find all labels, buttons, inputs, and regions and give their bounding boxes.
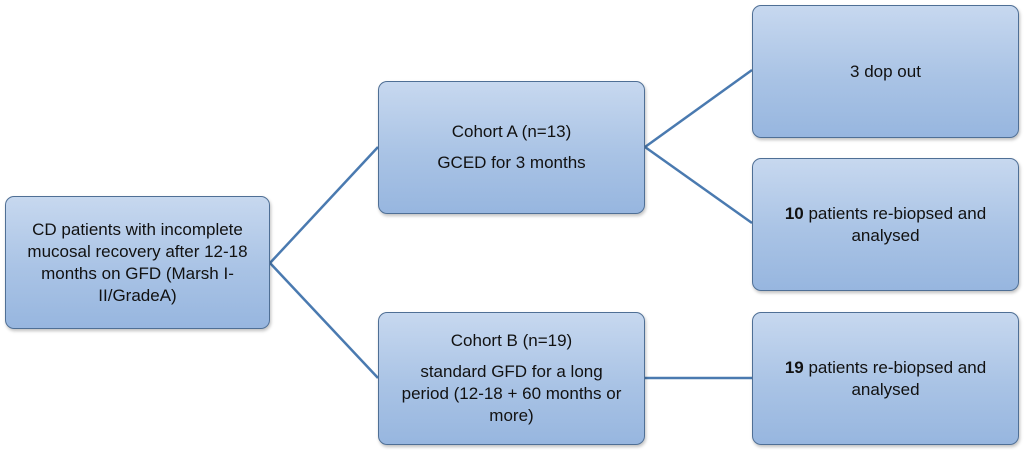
root-line-4: II/GradeA) <box>98 285 177 305</box>
cohort-b-detail-line-3: more) <box>489 406 534 425</box>
cohort-a-title: Cohort A (n=13) <box>451 122 572 141</box>
root-node: CD patients with incomplete mucosal reco… <box>5 196 270 329</box>
dropout-node: 3 dop out <box>752 5 1019 138</box>
cohort-b-node: Cohort B (n=19) standard GFD for a long … <box>378 312 645 445</box>
cohort-b-detail-line-2: period (12-18 + 60 months or <box>401 384 622 403</box>
cohort-a-analysed-text: patients re-biopsed and <box>803 203 987 223</box>
cohort-b-detail-line-1: standard GFD for a long <box>420 362 603 381</box>
cohort-b-analysed-line-2: analysed <box>851 379 920 399</box>
cohort-b-title: Cohort B (n=19) <box>450 331 573 350</box>
cohort-a-analysed-line-2: analysed <box>851 225 920 245</box>
connector-cohort-a-to-analysed <box>644 145 753 225</box>
cohort-a-analysed-count: 10 <box>784 203 804 223</box>
root-line-1: CD patients with incomplete <box>32 219 243 239</box>
cohort-b-analysed-node: 19 patients re-biopsed and analysed <box>752 312 1019 445</box>
cohort-b-analysed-count: 19 <box>784 357 804 377</box>
cohort-a-node: Cohort A (n=13) GCED for 3 months <box>378 81 645 214</box>
cohort-a-analysed-node: 10 patients re-biopsed and analysed <box>752 158 1019 291</box>
dropout-text: 3 dop out <box>850 62 921 81</box>
connector-cohort-a-to-dropout <box>644 68 753 149</box>
connector-root-to-cohort-a <box>269 146 379 264</box>
cohort-b-analysed-text: patients re-biopsed and <box>803 357 987 377</box>
cohort-b-analysed-line-1: 19 patients re-biopsed and <box>785 357 986 379</box>
cohort-a-detail: GCED for 3 months <box>437 153 586 172</box>
root-line-3: months on GFD (Marsh I- <box>41 263 234 283</box>
cohort-a-analysed-line-1: 10 patients re-biopsed and <box>785 203 986 225</box>
root-line-2: mucosal recovery after 12-18 <box>27 241 248 261</box>
connector-root-to-cohort-b <box>269 262 379 379</box>
